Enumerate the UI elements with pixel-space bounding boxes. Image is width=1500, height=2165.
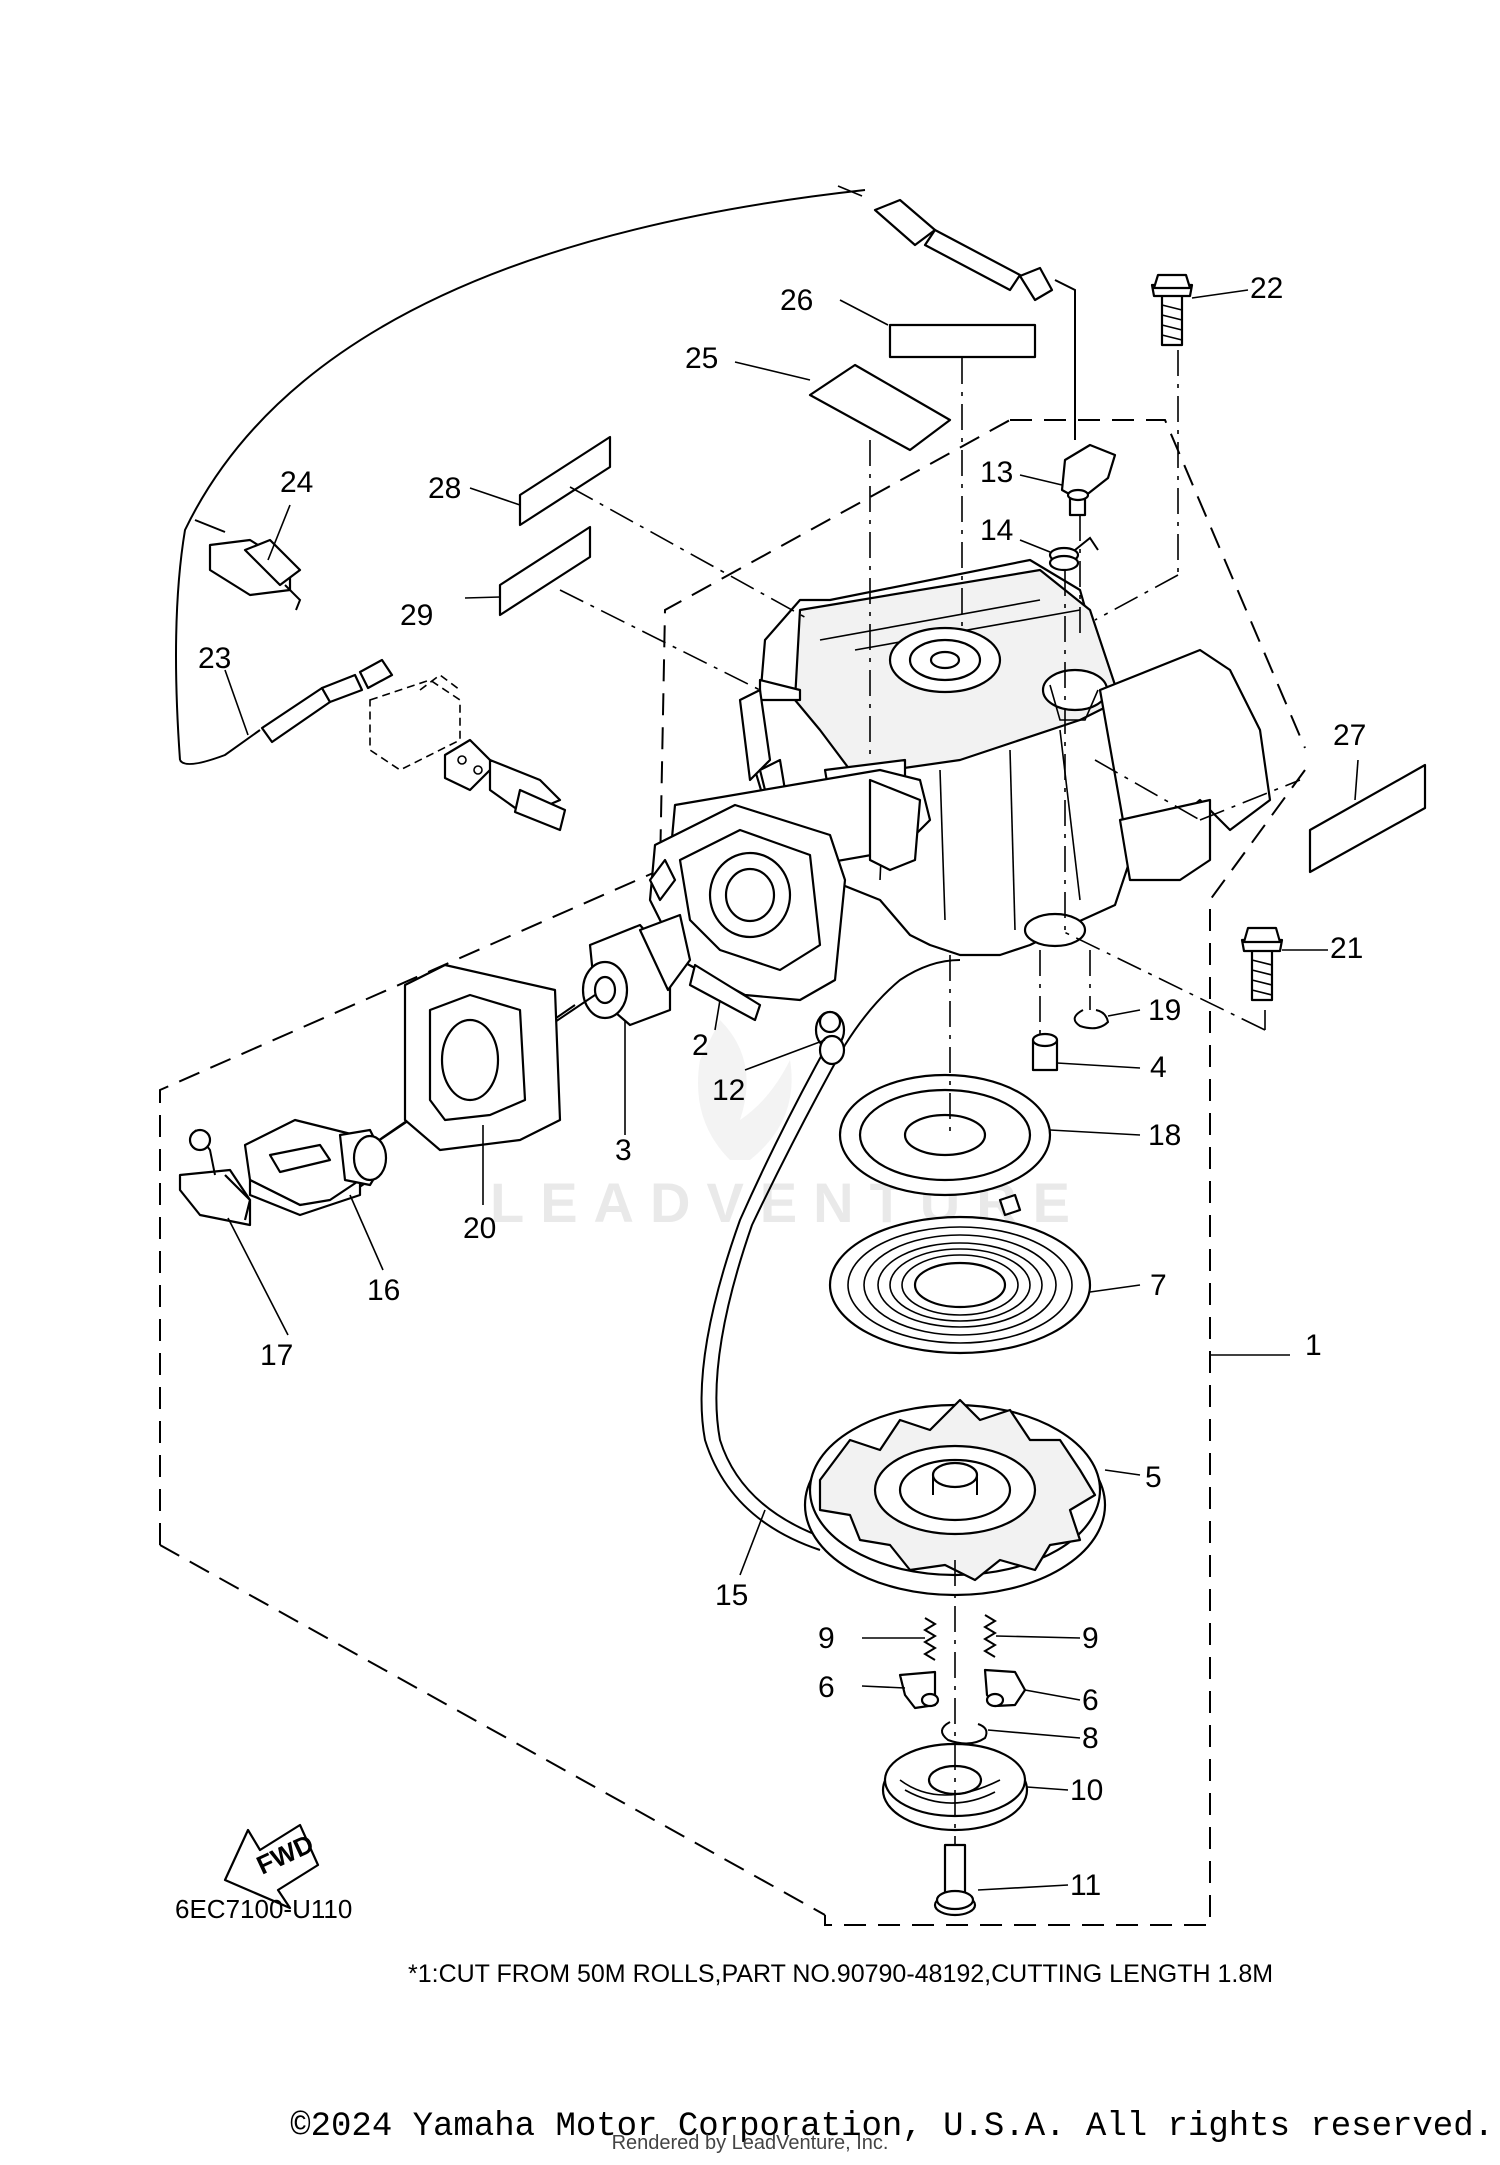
footnote: *1:CUT FROM 50M ROLLS,PART NO.90790-4819…	[408, 1960, 1274, 1988]
callout-19: 19	[1148, 994, 1181, 1027]
callout-3: 3	[615, 1134, 632, 1167]
part-5-drive-pulley	[803, 1398, 1107, 1597]
part-13-lever	[1060, 443, 1117, 517]
callout-8: 8	[1082, 1722, 1099, 1755]
part-24-cable-clip	[194, 519, 302, 611]
watermark-logo	[698, 1020, 792, 1160]
callout-14: 14	[980, 514, 1013, 547]
part-19-circlip	[1073, 1009, 1110, 1030]
part-28-decal	[518, 435, 612, 527]
callout-22: 22	[1250, 272, 1283, 305]
part-8-circlip	[941, 1721, 988, 1745]
callout-23: 23	[198, 642, 231, 675]
leader-lines	[224, 289, 1359, 1891]
callout-12: 12	[712, 1074, 745, 1107]
callout-2: 2	[692, 1029, 709, 1062]
callout-27: 27	[1333, 719, 1366, 752]
callout-28: 28	[428, 472, 461, 505]
part-29-decal	[498, 525, 592, 617]
callout-6-left: 6	[818, 1671, 835, 1704]
part-14-spring	[1048, 536, 1099, 572]
label-decals	[498, 323, 1427, 874]
part-25-decal	[808, 363, 952, 452]
callout-16: 16	[367, 1274, 400, 1307]
copyright-text: ©2024 Yamaha Motor Corporation, U.S.A. A…	[290, 2108, 1494, 2146]
part-12-rope-seal	[814, 1010, 846, 1066]
rendered-by-credit: Rendered by LeadVenture, Inc.	[611, 2132, 889, 2154]
part-9-springs	[923, 1614, 997, 1661]
callout-7: 7	[1150, 1269, 1167, 1302]
callout-15: 15	[715, 1579, 748, 1612]
part-11-bolt	[933, 1843, 977, 1917]
part-23-cable-end	[260, 658, 394, 744]
part-17-handle-clip	[178, 1128, 252, 1227]
part-4-collar	[1031, 1032, 1059, 1072]
part-22-bolt	[1150, 273, 1194, 347]
callout-9-left: 9	[818, 1622, 835, 1655]
callout-1: 1	[1305, 1329, 1322, 1362]
callout-21: 21	[1330, 932, 1363, 965]
part-21-bolt	[1240, 926, 1284, 1002]
part-6-ratchets	[898, 1668, 1027, 1710]
callout-5: 5	[1145, 1461, 1162, 1494]
diagram-code: 6EC7100-U110	[175, 1894, 352, 1924]
throttle-cable	[175, 185, 1076, 765]
part-26-decal	[888, 323, 1037, 359]
carburetor-linkage-ghost	[369, 674, 567, 832]
part-18-spring-plate	[838, 1073, 1052, 1197]
part-10-friction-plate	[881, 1742, 1029, 1832]
callout-9-right: 9	[1082, 1622, 1099, 1655]
part-2-rope-guide	[648, 803, 847, 1022]
callout-26: 26	[780, 284, 813, 317]
callout-17: 17	[260, 1339, 293, 1372]
part-1-starter-housing	[668, 558, 1272, 957]
part-16-starter-handle	[243, 1118, 388, 1217]
assembly-axes	[559, 350, 1301, 1845]
callout-29: 29	[400, 599, 433, 632]
part-3-grommet	[581, 913, 692, 1027]
part-27-decal	[1308, 763, 1427, 874]
callout-18: 18	[1148, 1119, 1181, 1152]
callout-11: 11	[1070, 1869, 1101, 1902]
part-20-handle-seal	[403, 963, 562, 1152]
callout-13: 13	[980, 456, 1013, 489]
callout-20: 20	[463, 1212, 496, 1245]
callout-numbers: 1 2 3 4 5 6 6 7 8 9 9 10 11 12 13 14 15 …	[198, 272, 1366, 1902]
callout-25: 25	[685, 342, 718, 375]
callout-6-right: 6	[1082, 1684, 1099, 1717]
fwd-arrow-icon: FWD	[223, 1823, 320, 1910]
callout-24: 24	[280, 466, 313, 499]
part-7-spiral-spring	[828, 1193, 1092, 1355]
callout-4: 4	[1150, 1051, 1167, 1084]
callout-10: 10	[1070, 1774, 1103, 1807]
